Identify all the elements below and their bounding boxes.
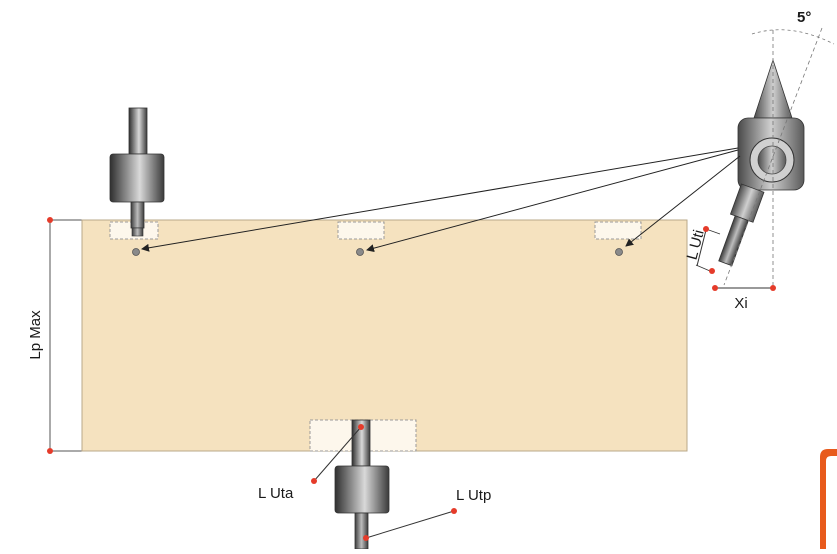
l-utp-callout: L Utp [363,487,491,541]
arrow-to-left-hole [141,147,739,252]
l-uta-callout: L Uta [258,424,364,502]
workpiece-panel [81,219,688,452]
hole-left [132,248,140,256]
lp-max-top-marker [47,217,53,223]
arrow-to-right-hole [625,155,741,247]
l-utp-label: L Utp [456,487,491,504]
accent-tab-inner [826,456,837,549]
transfer-arrows [141,147,741,253]
xi-left-marker [712,285,718,291]
lp-max-bottom-marker [47,448,53,454]
angle-label: 5° [797,9,811,26]
l-uta-label: L Uta [258,485,294,502]
head-bit [718,215,749,267]
xi-label: Xi [734,295,747,312]
l-uti-bottom-marker [709,268,715,274]
pocket-top-right [594,221,642,240]
tilted-reference-line [723,27,823,286]
vertical-tool-bottom [334,419,390,550]
hole-center [356,248,364,256]
lp-max-label: Lp Max [27,310,44,360]
l-uti-top-marker [703,226,709,232]
lp-max-dimension: Lp Max [27,217,82,454]
pocket-top-center [337,221,385,240]
vertical-tool-top [109,107,165,237]
l-uti-dimension: L Uti [684,226,721,274]
angle-arc [751,29,835,45]
arrow-to-center-hole [366,149,739,253]
hole-right [615,248,623,256]
xi-right-marker [770,285,776,291]
xi-dimension: Xi [712,285,776,312]
angled-head [718,58,805,267]
angle-indicator: 5° [723,9,835,286]
